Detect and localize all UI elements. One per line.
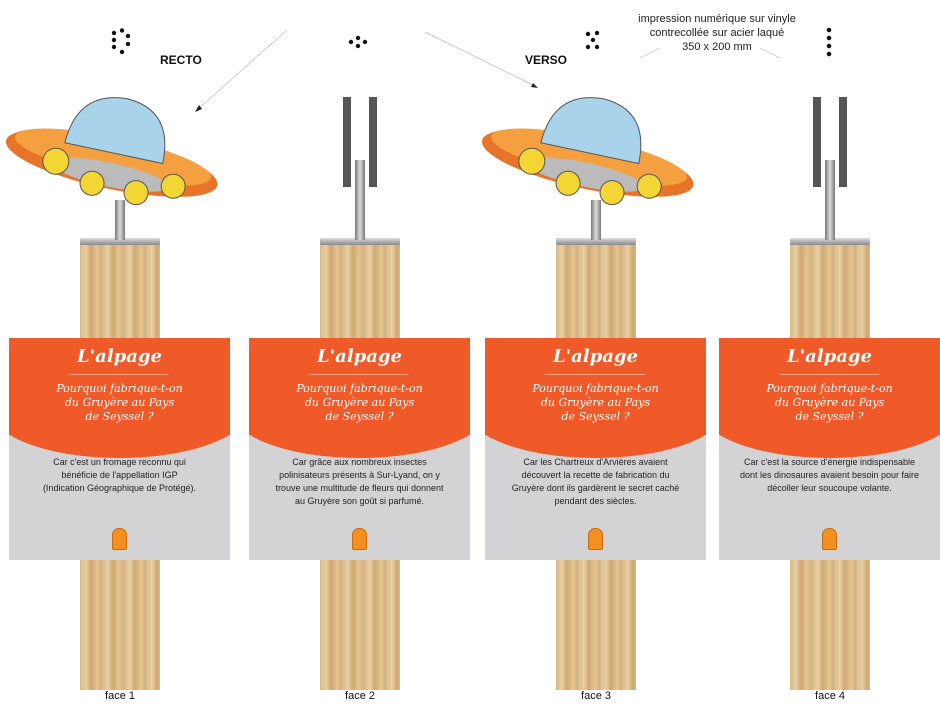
bracket-rod: [825, 160, 835, 240]
panel-text: Car c'est la source d'énergie indispensa…: [729, 456, 930, 495]
annotation-lines: [195, 29, 781, 112]
question-line: de Seyssel ?: [85, 410, 154, 423]
post-cap: [80, 238, 160, 245]
question-line: du Gruyère au Pays: [304, 396, 415, 409]
panel-title: L'alpage: [317, 346, 402, 367]
text-line: polinisateurs présents à Sur-Lyand, on y: [279, 470, 440, 480]
four-vertical-dots-icon: [826, 27, 832, 57]
title-divider: [779, 374, 879, 375]
bracket-bar-left: [343, 97, 351, 187]
panel-title: L'alpage: [787, 346, 872, 367]
ufo-rod: [591, 200, 601, 240]
question-line: Pourquoi fabrique-t-on: [766, 382, 893, 395]
panel-text: Car c'est un fromage reconnu qui bénéfici…: [19, 456, 220, 495]
orange-badge-icon: [352, 528, 367, 550]
five-dots-icon: [585, 30, 600, 50]
text-line: Car grâce aux nombreux insectes: [292, 457, 427, 467]
note-line: contrecollée sur acier laqué: [649, 27, 785, 39]
flying-saucer-icon: [5, 97, 218, 206]
bracket-bar-right: [369, 97, 377, 187]
text-line: pendant des siècles.: [554, 496, 637, 506]
title-divider: [309, 374, 409, 375]
text-line: Car c'est la source d'énergie indispensa…: [743, 457, 916, 467]
post-cap: [320, 238, 400, 245]
question-line: de Seyssel ?: [795, 410, 864, 423]
question-line: du Gruyère au Pays: [64, 396, 175, 409]
title-divider: [545, 374, 645, 375]
four-dots-icon: [348, 35, 368, 49]
orange-badge-icon: [822, 528, 837, 550]
panel-title: L'alpage: [553, 346, 638, 367]
text-line: découvert la recette de fabrication du: [521, 470, 670, 480]
mounting-bracket: [813, 97, 847, 187]
bracket-bar-left: [813, 97, 821, 187]
face-label: face 4: [815, 690, 845, 702]
question-line: de Seyssel ?: [561, 410, 630, 423]
panel-text: Car les Chartreux d'Arvières avaient déco…: [495, 456, 696, 508]
note-line: 350 x 200 mm: [682, 41, 752, 53]
question-line: Pourquoi fabrique-t-on: [56, 382, 183, 395]
note-line: impression numérique sur vinyle: [638, 13, 796, 25]
print-spec-note: impression numérique sur vinyle contreco…: [617, 12, 817, 54]
orange-badge-icon: [588, 528, 603, 550]
question-line: Pourquoi fabrique-t-on: [296, 382, 423, 395]
orange-badge-icon: [112, 528, 127, 550]
face-label: face 2: [345, 690, 375, 702]
bracket-rod: [355, 160, 365, 240]
question-line: de Seyssel ?: [325, 410, 394, 423]
text-line: trouve une multitude de fleurs qui donne…: [275, 483, 444, 493]
recto-label: RECTO: [160, 53, 202, 67]
question-line: du Gruyère au Pays: [774, 396, 885, 409]
question-line: du Gruyère au Pays: [540, 396, 651, 409]
verso-label: VERSO: [525, 53, 568, 67]
question-line: Pourquoi fabrique-t-on: [532, 382, 659, 395]
face-label: face 1: [105, 690, 135, 702]
text-line: (Indication Géographique de Protégé).: [42, 483, 197, 493]
text-line: Car les Chartreux d'Arvières avaient: [523, 457, 668, 467]
panel-text: Car grâce aux nombreux insectes polinisat…: [259, 456, 460, 508]
text-line: Gruyère dont ils gardèrent le secret cac…: [511, 483, 680, 493]
post-cap: [556, 238, 636, 245]
mounting-bracket: [343, 97, 377, 187]
text-line: décoller leur soucoupe volante.: [767, 483, 892, 493]
text-line: au Gruyère son goût si parfumé.: [294, 496, 425, 506]
text-line: dont les dinosaures avaient besoin pour …: [739, 470, 920, 480]
text-line: bénéficie de l'appellation IGP: [61, 470, 178, 480]
flying-saucer-icon: [481, 97, 694, 206]
bracket-bar-right: [839, 97, 847, 187]
face-label: face 3: [581, 690, 611, 702]
post-cap: [790, 238, 870, 245]
six-dots-icon: [111, 28, 131, 55]
text-line: Car c'est un fromage reconnu qui: [53, 457, 186, 467]
ufo-rod: [115, 200, 125, 240]
panel-title: L'alpage: [77, 346, 162, 367]
title-divider: [69, 374, 169, 375]
